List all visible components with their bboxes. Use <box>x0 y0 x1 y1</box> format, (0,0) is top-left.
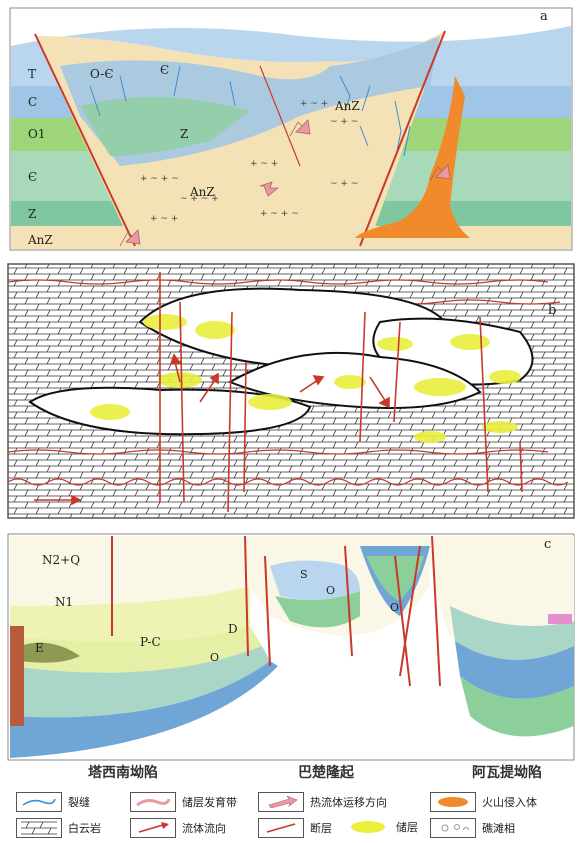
stratum-n2q-label: N2+Q <box>42 553 80 567</box>
panel-a-tag: a <box>540 9 548 24</box>
stratum-n1-label: N1 <box>55 595 73 609</box>
reservoir-icon <box>346 818 390 836</box>
reservoir-zone-icon <box>130 792 176 812</box>
fracture-icon <box>16 792 62 812</box>
legend: 裂缝 储层发育带 热流体运移方向 火山侵入体 白云岩 流体流向 断层 储层 礁滩… <box>0 788 584 843</box>
svg-text:+ ~ +: + ~ + <box>300 99 328 109</box>
stratum-d-label: D <box>228 622 238 636</box>
fault-icon <box>258 818 304 838</box>
volcanic-intrusion-icon <box>430 792 476 812</box>
wedge-anz-label-upper: AnZ <box>334 99 360 113</box>
legend-label: 热流体运移方向 <box>310 796 387 809</box>
stratum-o-label-right: O <box>390 601 399 614</box>
stratum-o-label-left: O <box>210 651 219 664</box>
panel-c: c N2+Q N1 E P-C D O S O O <box>0 526 584 762</box>
reef-shoal-icon <box>430 818 476 838</box>
region-southwest-depression: 塔西南坳陷 <box>88 765 158 781</box>
stratum-o-label-center: O <box>326 584 335 597</box>
stratum-o1-label: O1 <box>28 127 45 141</box>
stratum-s-label: S <box>300 568 308 581</box>
stratum-c-label: C <box>28 95 37 109</box>
legend-label: 储层发育带 <box>182 796 237 809</box>
svg-text:+ ~ + ~: + ~ + ~ <box>260 209 299 219</box>
panel-a-figure: + ~ +~ + ~ + ~ + ~~ + ~ + + ~ ++ ~ + ~ ~… <box>9 7 573 251</box>
panel-c-figure: c N2+Q N1 E P-C D O S O O <box>7 533 575 761</box>
legend-label: 火山侵入体 <box>482 796 537 809</box>
legend-label: 裂缝 <box>68 796 90 809</box>
svg-text:+ ~ +: + ~ + <box>150 214 178 224</box>
panel-b: b <box>0 262 584 524</box>
stratum-anz-label: AnZ <box>27 233 53 247</box>
legend-label: 储层 <box>396 821 418 834</box>
legend-label: 断层 <box>310 822 332 835</box>
fluid-flow-icon <box>130 818 176 838</box>
wedge-cambrian-label: Є <box>160 63 169 77</box>
legend-item-reef-shoal: 礁滩相 <box>430 818 515 838</box>
stratum-pc-label: P-C <box>140 635 161 649</box>
region-awati-depression: 阿瓦提坳陷 <box>472 765 542 781</box>
legend-item-fracture: 裂缝 <box>16 792 90 812</box>
svg-text:+ ~ + ~: + ~ + ~ <box>140 174 179 184</box>
hydrothermal-arrow-icon <box>258 792 304 812</box>
region-bachu-uplift: 巴楚隆起 <box>298 765 354 781</box>
wedge-o-cambrian-label: O-Є <box>90 67 114 81</box>
legend-item-reservoir-zone: 储层发育带 <box>130 792 237 812</box>
stratum-cambrian-label: Є <box>28 170 37 184</box>
svg-text:+ ~ +: + ~ + <box>250 159 278 169</box>
stratum-t-label: T <box>28 67 36 81</box>
svg-text:~ + ~: ~ + ~ <box>330 117 358 127</box>
legend-item-reservoir: 储层 <box>346 818 418 836</box>
panel-b-tag: b <box>548 303 556 318</box>
wedge-z-label: Z <box>180 127 188 141</box>
dolomite-icon <box>16 818 62 838</box>
svg-text:~ + ~: ~ + ~ <box>330 179 358 189</box>
legend-item-hydrothermal: 热流体运移方向 <box>258 792 387 812</box>
legend-label: 流体流向 <box>182 822 226 835</box>
legend-item-fault: 断层 <box>258 818 332 838</box>
legend-item-fluid-flow: 流体流向 <box>130 818 226 838</box>
wedge-anz-label-lower: AnZ <box>189 185 215 199</box>
panel-a: + ~ +~ + ~ + ~ + ~~ + ~ + + ~ ++ ~ + ~ ~… <box>0 6 584 254</box>
legend-item-dolomite: 白云岩 <box>16 818 101 838</box>
panel-c-tag: c <box>544 537 551 552</box>
legend-label: 礁滩相 <box>482 822 515 835</box>
legend-label: 白云岩 <box>68 822 101 835</box>
legend-item-volcanic: 火山侵入体 <box>430 792 537 812</box>
stratum-e-label: E <box>35 641 44 655</box>
panel-b-figure: b <box>7 263 575 519</box>
stratum-z-label: Z <box>28 207 36 221</box>
svg-text:~ + ~ +: ~ + ~ + <box>180 194 219 204</box>
